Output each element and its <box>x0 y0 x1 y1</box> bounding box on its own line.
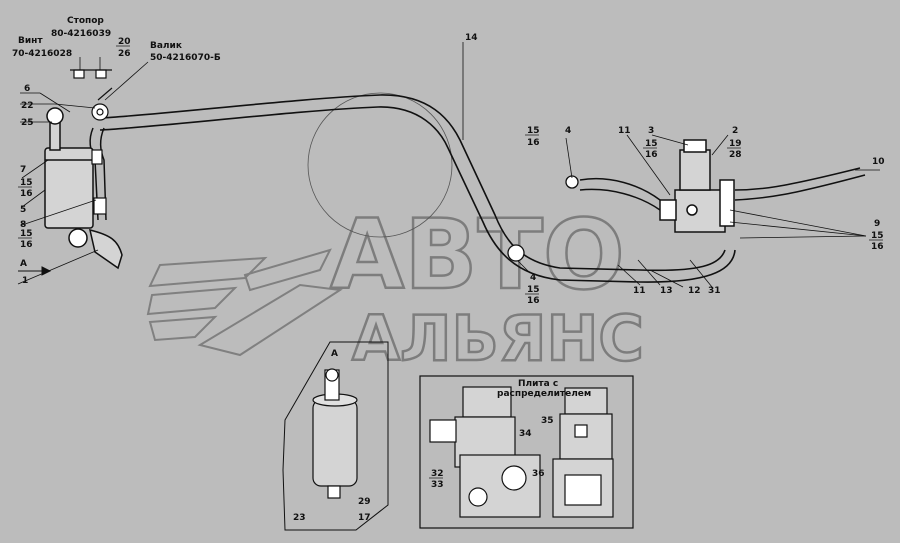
callout-26: 26 <box>118 49 131 59</box>
caption-vint: Винт <box>18 36 43 46</box>
fitting-4-bottom <box>507 244 525 262</box>
callout-3: 3 <box>648 126 654 136</box>
reference-circle <box>307 92 453 238</box>
view-a-arrow <box>18 266 52 276</box>
leader-lines <box>17 42 880 288</box>
callout-19: 19 <box>729 139 742 149</box>
callout-28: 28 <box>729 150 742 160</box>
callout-2: 2 <box>732 126 738 136</box>
caption-plate-line1: Плита с <box>518 379 558 389</box>
inset-view-a <box>282 341 389 531</box>
caption-view-a: А <box>331 349 338 359</box>
callout-11a: 11 <box>618 126 631 136</box>
caption-stopor: Стопор <box>67 16 104 26</box>
callout-23: 23 <box>293 513 306 523</box>
callout-16a: 16 <box>20 189 33 199</box>
callout-22: 22 <box>21 101 34 111</box>
callout-16b: 16 <box>20 240 33 250</box>
callout-16e: 16 <box>871 242 884 252</box>
callout-15b: 15 <box>20 229 33 239</box>
callout-35: 35 <box>541 416 554 426</box>
labels: Стопор 80-4216039 Винт 70-4216028 Валик … <box>12 16 885 523</box>
callout-16c: 16 <box>527 138 540 148</box>
caption-valik-number: 50-4216070-Б <box>150 53 221 63</box>
distributor-valve <box>659 139 735 233</box>
hose-14 <box>99 94 736 283</box>
watermark-logo: АВТО АЛЬЯНС <box>146 198 645 376</box>
callout-11b: 11 <box>633 286 646 296</box>
caption-stopor-number: 80-4216039 <box>51 29 111 39</box>
callout-17: 17 <box>358 513 371 523</box>
callout-32: 32 <box>431 469 444 479</box>
caption-vint-number: 70-4216028 <box>12 49 72 59</box>
callout-15c: 15 <box>527 126 540 136</box>
callout-7: 7 <box>20 165 26 175</box>
callout-14: 14 <box>465 33 478 43</box>
callout-15a: 15 <box>20 178 33 188</box>
callout-16d: 16 <box>645 150 658 160</box>
callout-13: 13 <box>660 286 673 296</box>
callout-8: 8 <box>20 220 26 230</box>
caption-valik: Валик <box>150 41 182 51</box>
callout-1: 1 <box>22 276 28 286</box>
power-cylinder <box>44 107 123 270</box>
callout-4b: 4 <box>530 273 536 283</box>
callout-4a: 4 <box>565 126 571 136</box>
callout-5: 5 <box>20 205 26 215</box>
caption-view-a-arrow: А <box>20 259 27 269</box>
callout-10: 10 <box>872 157 885 167</box>
callout-25: 25 <box>21 118 34 128</box>
callout-underlines <box>18 45 883 479</box>
callout-15e: 15 <box>871 231 884 241</box>
callout-20: 20 <box>118 37 131 47</box>
pipe-right <box>579 167 866 211</box>
callout-15d: 15 <box>645 139 658 149</box>
watermark-line2: АЛЬЯНС <box>352 302 644 375</box>
callout-9: 9 <box>874 219 880 229</box>
callout-15f: 15 <box>527 285 540 295</box>
callout-29: 29 <box>358 497 371 507</box>
callout-33: 33 <box>431 480 444 490</box>
caption-plate-line2: распределителем <box>497 389 591 399</box>
callout-34: 34 <box>519 429 532 439</box>
inset-plate-distributor <box>419 375 634 529</box>
callout-12: 12 <box>688 286 701 296</box>
callout-16f: 16 <box>527 296 540 306</box>
callout-31: 31 <box>708 286 721 296</box>
callout-36: 36 <box>532 469 545 479</box>
callout-6: 6 <box>24 84 30 94</box>
watermark-line1: АВТО <box>330 199 625 311</box>
cylinder-fittings <box>70 69 113 215</box>
